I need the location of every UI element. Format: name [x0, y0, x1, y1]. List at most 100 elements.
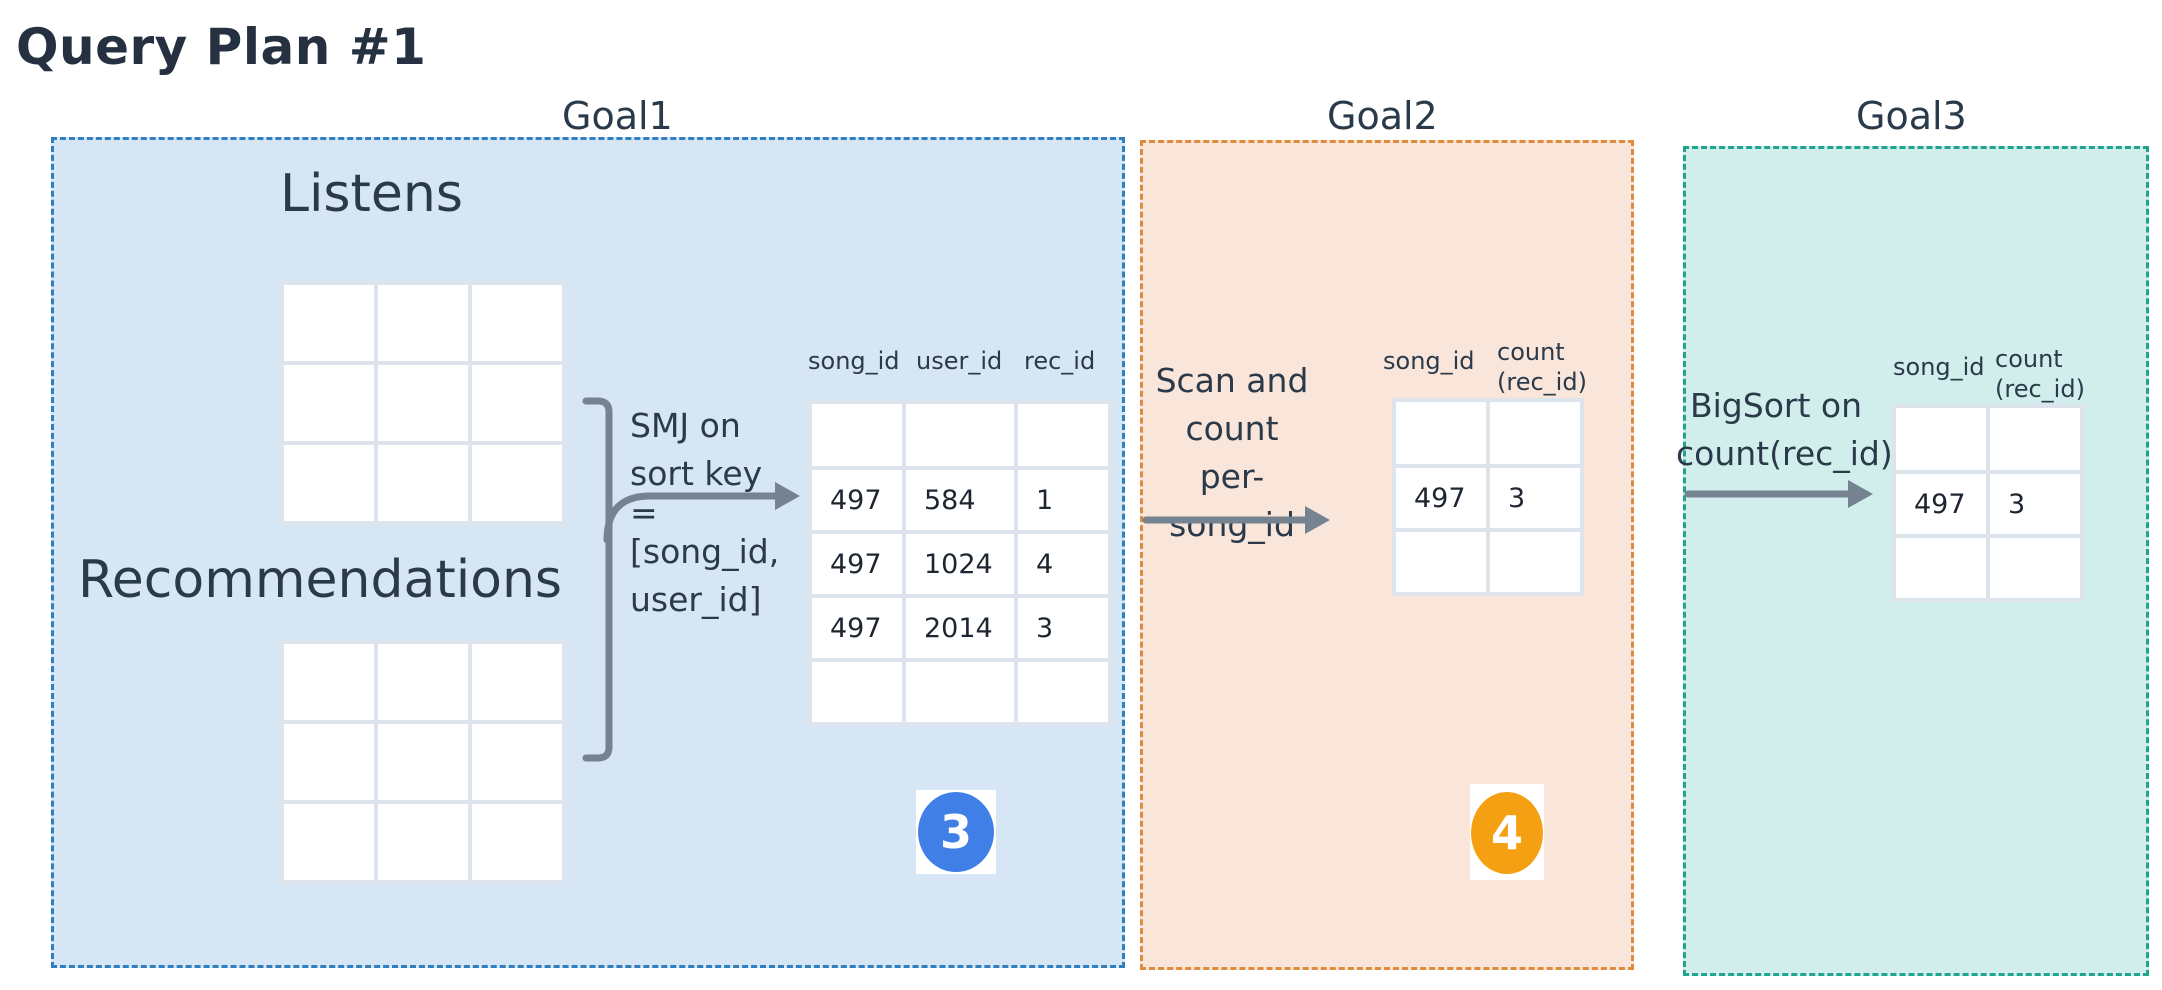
table-row — [280, 441, 566, 525]
table-cell — [1014, 400, 1112, 470]
table-cell — [1392, 398, 1490, 468]
table-cell: 3 — [1986, 470, 2084, 538]
goal3-label: Goal3 — [1856, 94, 1967, 138]
table-cell: 2014 — [902, 594, 1018, 662]
table-cell: 1 — [1014, 466, 1112, 534]
scan-count-description: Scan and count per-song_id — [1140, 357, 1324, 549]
listens-table — [280, 281, 566, 525]
smj-arrowhead — [775, 482, 800, 510]
table-cell: 497 — [808, 530, 906, 598]
table-cell — [374, 640, 472, 724]
bigsort-line: BigSort on — [1690, 386, 1862, 425]
scan-line: count — [1185, 409, 1279, 448]
listens-label: Listens — [280, 164, 463, 224]
table-row — [1392, 528, 1584, 596]
table-cell — [1392, 528, 1490, 596]
table-cell — [468, 281, 566, 365]
table-row — [1892, 404, 2084, 474]
recommendations-label: Recommendations — [78, 550, 563, 610]
table-cell — [1014, 658, 1112, 726]
table-cell — [1486, 398, 1584, 468]
smj-line: sort key — [630, 454, 763, 493]
smj-line: [song_id, — [630, 532, 780, 571]
smj-arrow-line — [603, 492, 784, 544]
table-cell — [374, 800, 472, 884]
table-row — [280, 640, 566, 724]
table-cell — [374, 281, 472, 365]
table-cell — [280, 640, 378, 724]
count-header-song-id: song_id — [1383, 347, 1475, 375]
scan-line: per-song_id — [1169, 457, 1295, 544]
table-row — [280, 361, 566, 445]
table-cell: 497 — [1392, 464, 1490, 532]
step-number: 4 — [1471, 792, 1543, 874]
count-header-count: count (rec_id) — [1497, 338, 1587, 396]
table-row — [808, 400, 1112, 470]
table-cell — [1892, 534, 1990, 602]
join-header-user-id: user_id — [916, 347, 1003, 375]
table-cell — [374, 361, 472, 445]
table-cell: 1024 — [902, 530, 1018, 598]
table-cell — [280, 441, 378, 525]
table-cell — [468, 441, 566, 525]
table-row — [280, 800, 566, 884]
table-row — [1392, 398, 1584, 468]
table-cell — [468, 720, 566, 804]
smj-line: user_id] — [630, 580, 762, 619]
table-cell — [280, 361, 378, 445]
bigsort-arrowhead — [1848, 480, 1873, 508]
table-cell — [902, 658, 1018, 726]
step-badge-3: 3 — [916, 790, 996, 874]
table-cell — [280, 281, 378, 365]
table-cell — [374, 441, 472, 525]
bigsort-description: BigSort on count(rec_id) — [1676, 382, 1893, 478]
table-cell — [808, 658, 906, 726]
scan-line: Scan and — [1155, 361, 1309, 400]
table-row — [808, 658, 1112, 726]
table-cell: 4 — [1014, 530, 1112, 598]
join-header-rec-id: rec_id — [1024, 347, 1096, 375]
table-cell — [468, 361, 566, 445]
bigsort-line: count(rec_id) — [1676, 434, 1893, 473]
table-cell — [468, 640, 566, 724]
smj-description: SMJ on sort key = [song_id, user_id] — [630, 402, 779, 624]
step-number: 3 — [918, 792, 994, 872]
step-badge-4: 4 — [1470, 784, 1544, 880]
join-header-song-id: song_id — [808, 347, 900, 375]
table-cell — [1986, 534, 2084, 602]
table-cell: 584 — [902, 466, 1018, 534]
table-cell — [280, 720, 378, 804]
table-cell: 3 — [1486, 464, 1584, 532]
join-bracket — [582, 397, 613, 762]
table-cell: 497 — [808, 594, 906, 662]
table-row — [280, 720, 566, 804]
table-cell: 497 — [1892, 470, 1990, 538]
table-cell — [1892, 404, 1990, 474]
goal2-label: Goal2 — [1327, 94, 1438, 138]
sorted-header-count: count (rec_id) — [1995, 345, 2085, 403]
page-title: Query Plan #1 — [16, 18, 427, 76]
scan-arrowhead — [1305, 506, 1330, 534]
recommendations-table — [280, 640, 566, 884]
table-row — [280, 281, 566, 365]
table-cell: 497 — [808, 466, 906, 534]
table-row — [1892, 534, 2084, 602]
table-cell — [1486, 528, 1584, 596]
smj-line: SMJ on — [630, 406, 741, 445]
table-cell — [808, 400, 906, 470]
smj-line: = — [630, 493, 658, 532]
table-cell — [280, 800, 378, 884]
sorted-header-song-id: song_id — [1893, 353, 1985, 381]
goal1-label: Goal1 — [562, 94, 673, 138]
table-cell — [468, 800, 566, 884]
table-cell — [1986, 404, 2084, 474]
